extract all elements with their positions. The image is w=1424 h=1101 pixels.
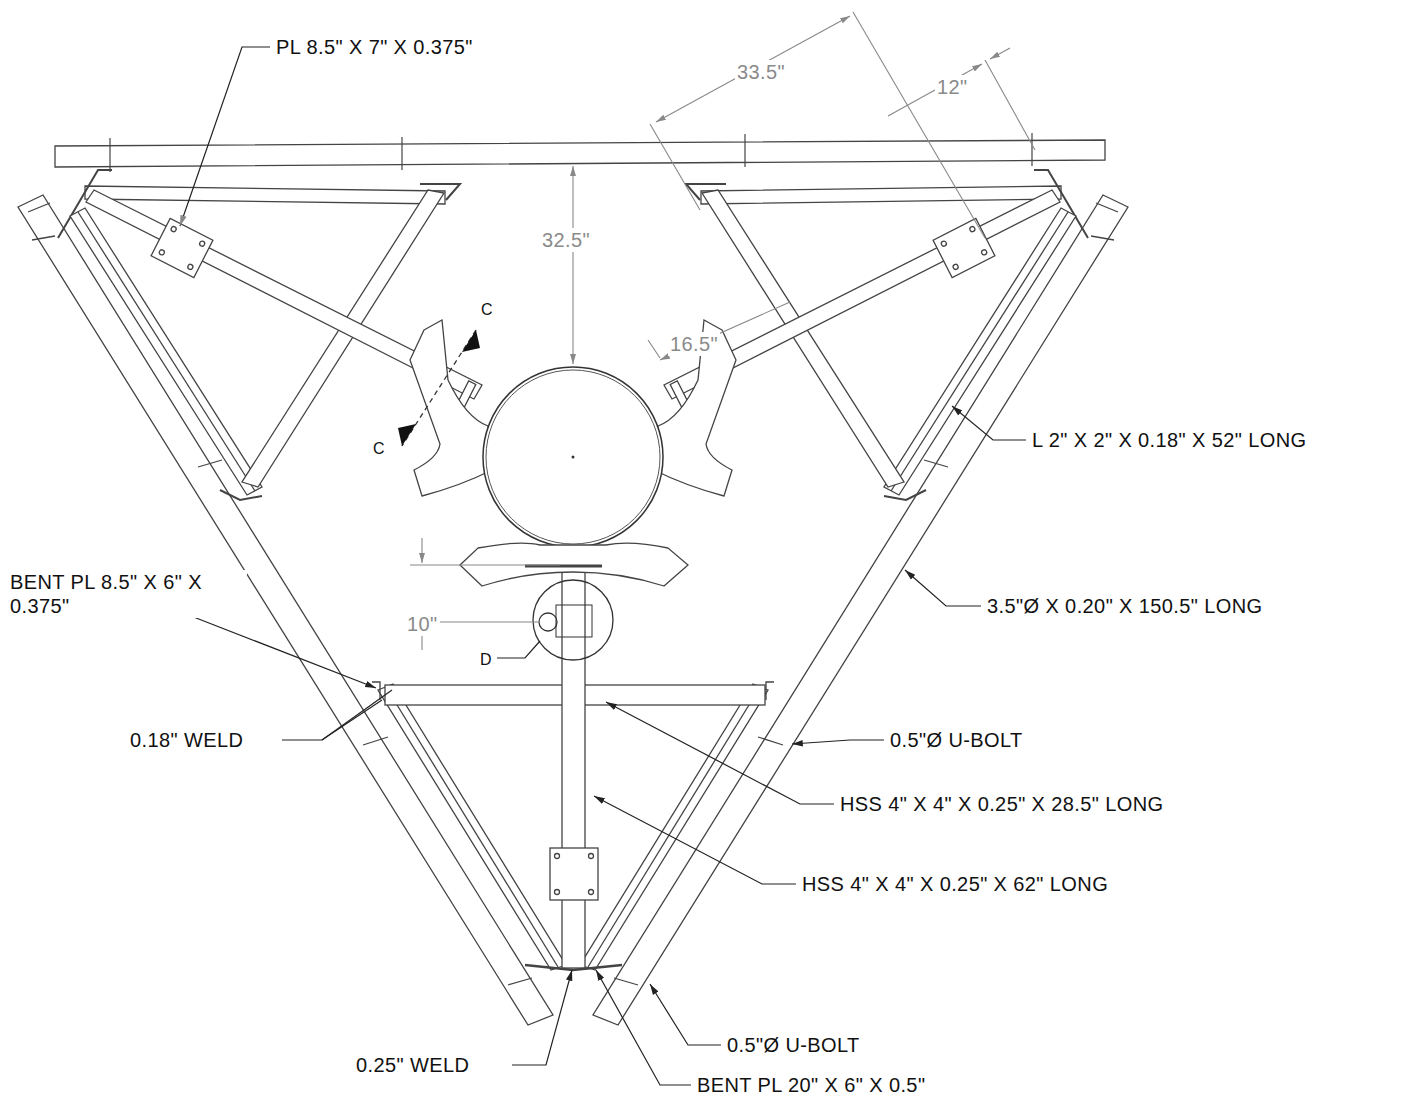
dimension-lines [410,12,1035,650]
callout-label: BENT PL 20" X 6" X 0.5" [695,1073,927,1097]
callout-label: D [478,648,494,672]
callout-label: HSS 4" X 4" X 0.25" X 28.5" LONG [838,792,1166,816]
bent-plate [525,965,622,970]
dimension-label: 12" [935,75,970,99]
hss-vertical [562,565,585,968]
callout-label: C [479,298,495,322]
callout-label: BENT PL 8.5" X 6" X 0.375" [8,570,247,618]
pole [483,367,663,547]
callout-label: PL 8.5" X 7" X 0.375" [274,35,475,59]
callout-label: 3.5"Ø X 0.20" X 150.5" LONG [985,594,1265,618]
dimension-label: 33.5" [735,60,787,84]
callout-label: HSS 4" X 4" X 0.25" X 62" LONG [800,872,1110,896]
top-pipe [55,140,1105,167]
dimension-label: 32.5" [540,228,592,252]
callout-label: 0.5"Ø U-BOLT [725,1033,862,1057]
detail-circle [533,580,613,660]
callout-label: 0.25" WELD [354,1053,471,1077]
callout-label: 0.18" WELD [128,728,245,752]
callout-label: L 2" X 2" X 0.18" X 52" LONG [1030,428,1309,452]
leader-lines [128,47,1026,1085]
dimension-label: 16.5" [668,332,720,356]
section-line [402,330,476,446]
callout-label: 0.5"Ø U-BOLT [888,728,1025,752]
callout-label: C [371,437,387,461]
hss-plate [550,848,598,900]
dimension-label: 10" [405,612,440,636]
